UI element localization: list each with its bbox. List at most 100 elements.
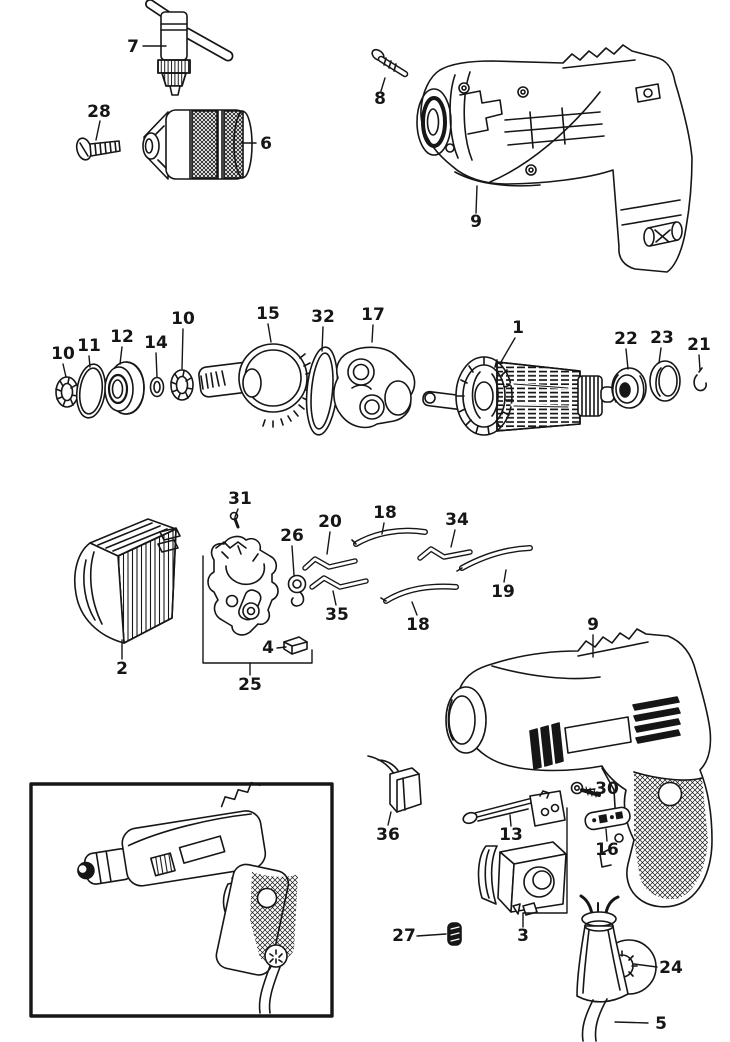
chuck [142,109,253,180]
leader-line [321,326,324,352]
leader-line [326,531,331,555]
leader-line [450,529,456,548]
leader-line [119,346,123,365]
part-label-25: 25 [238,675,262,695]
leader-line [371,324,374,343]
part-label-32: 32 [311,307,335,327]
part-label-2: 2 [116,659,128,679]
part-label-20: 20 [318,512,342,532]
part-label-18: 18 [373,503,397,523]
part-label-7: 7 [127,37,139,57]
chuck-key [145,0,234,96]
leader-line [605,828,608,842]
badge-16 [584,806,631,831]
part-label-18: 18 [406,615,430,635]
leader-line [181,328,184,370]
leader-line [625,348,629,370]
part-label-23: 23 [650,328,674,348]
power-cord [581,998,608,1042]
part-label-5: 5 [655,1014,667,1034]
clip-20 [302,556,358,571]
ring-14 [149,376,165,398]
leader-line [416,933,447,937]
leader-line [62,363,67,378]
field-stator [74,518,181,644]
grommet-26 [287,574,307,607]
bearing-plate-17 [333,346,416,429]
leader-line [155,352,158,378]
brush-bracket-assembly [207,535,279,636]
bearing-22 [611,367,647,409]
part-label-24: 24 [659,958,683,978]
housing-right-half [445,628,713,908]
part-label-26: 26 [280,526,304,546]
leader-line [381,522,385,535]
part-label-31: 31 [228,489,252,509]
lock-washer-10b [170,369,194,401]
part-label-4: 4 [262,638,274,658]
part-label-19: 19 [491,582,515,602]
clip-35 [309,575,369,590]
part-label-16: 16 [595,840,619,860]
leader-line [387,811,392,826]
spring-strip-18b [380,583,459,604]
leader-line [332,590,337,606]
leader-line [658,347,662,364]
housing-left-half [416,44,693,273]
bracket-line [202,555,313,664]
part-label-10: 10 [51,344,75,364]
part-label-22: 22 [614,329,638,349]
part-label-6: 6 [260,134,272,154]
part-label-34: 34 [445,510,469,530]
suppressor-36 [367,755,422,813]
part-label-1: 1 [512,318,524,338]
leader-line [88,355,91,368]
part-label-9: 9 [470,212,482,232]
part-label-10: 10 [171,309,195,329]
bracket-line [522,807,568,928]
lever-13 [462,790,566,827]
clip-34 [417,546,473,561]
leader-line [380,77,386,92]
leader-line [95,120,101,141]
inset-assembled-drill [29,781,334,1018]
part-label-28: 28 [87,102,111,122]
spring-strip-18a [351,527,428,547]
trigger-switch [477,841,567,916]
part-label-17: 17 [361,305,385,325]
washer-11 [75,363,107,419]
part-label-30: 30 [595,779,619,799]
part-label-3: 3 [517,926,529,946]
part-label-15: 15 [256,304,280,324]
screw-8 [371,48,409,78]
leader-line [509,814,512,827]
screw-28 [75,137,121,161]
part-label-12: 12 [110,327,134,347]
part-label-9: 9 [587,615,599,635]
part-label-27: 27 [392,926,416,946]
spring-strip-19 [456,545,533,572]
leader-line [585,788,596,791]
part-label-14: 14 [144,333,168,353]
leader-line [475,185,478,214]
screw-31 [229,511,240,529]
leader-line [291,545,295,576]
bearing-12 [104,361,145,415]
clip-21 [693,367,707,392]
part-label-36: 36 [376,825,400,845]
part-label-35: 35 [325,605,349,625]
lock-washer-10a [55,376,79,408]
brush-block-4 [283,636,308,655]
part-label-11: 11 [77,336,101,356]
leader-line [698,354,701,371]
armature [422,356,615,436]
leader-line [614,1021,649,1024]
leader-line [267,323,272,343]
ring-23 [649,360,681,402]
leader-line [500,337,516,363]
gear-shaft-15 [198,343,315,428]
leader-line [503,569,507,583]
